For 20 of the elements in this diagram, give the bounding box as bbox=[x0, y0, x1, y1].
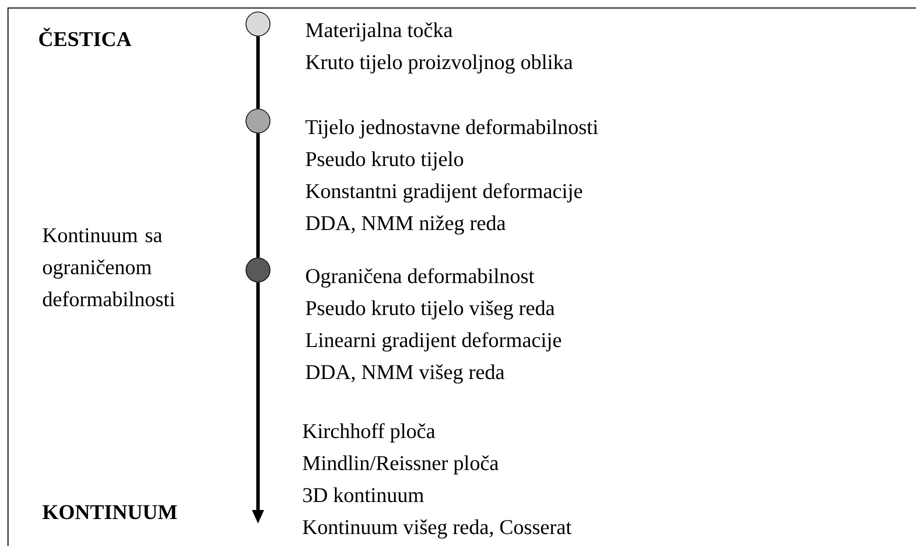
timeline-circle bbox=[246, 108, 270, 134]
description-text: Kirchhoff ploča bbox=[302, 423, 436, 442]
level-heading: KONTINUUM bbox=[42, 505, 177, 520]
timeline-circle bbox=[246, 258, 270, 282]
description-text: Pseudo kruto tijelo bbox=[306, 151, 464, 170]
description-text: Ograničena deformabilnost bbox=[306, 268, 534, 288]
timeline-circle bbox=[246, 12, 270, 36]
description-text: Kruto tijelo proizvoljnog oblika bbox=[306, 54, 573, 74]
description-text: Konstantni gradijent deformacije bbox=[306, 183, 582, 203]
description-text: Pseudo kruto tijelo višeg reda bbox=[306, 300, 555, 320]
level-label: Kontinuum sa ograničenom deformabilnosti bbox=[42, 228, 175, 306]
level-heading: ČESTICA bbox=[39, 28, 132, 46]
description-text: Kontinuum višeg reda, Cosserat bbox=[302, 519, 572, 539]
description-text: Mindlin/Reissner ploča bbox=[302, 455, 498, 474]
description-text: Tijelo jednostavne deformabilnosti bbox=[306, 119, 598, 138]
description-text: DDA, NMM višeg reda bbox=[306, 364, 504, 384]
description-text: Linearni gradijent deformacije bbox=[306, 332, 562, 352]
description-text: DDA, NMM nižeg reda bbox=[306, 215, 506, 235]
description-text: Materijalna točka bbox=[306, 22, 452, 42]
description-text: 3D kontinuum bbox=[303, 487, 424, 502]
